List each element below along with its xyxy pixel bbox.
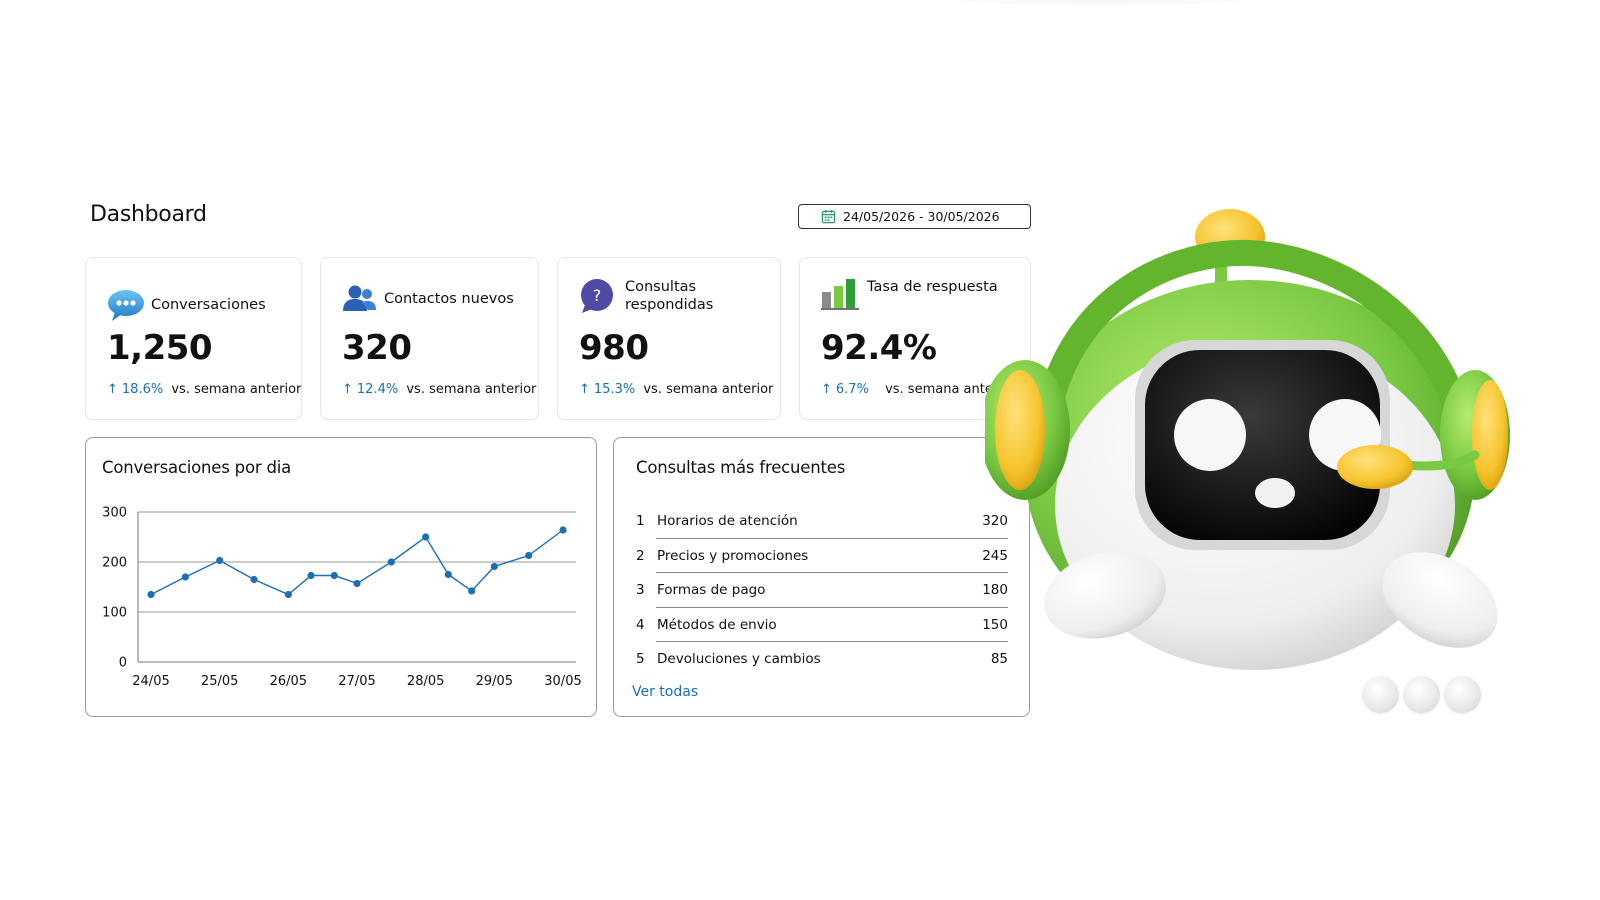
y-tick-label: 100 [102,606,127,621]
faq-rank: 1 [636,513,645,530]
faq-topic: Métodos de envio [657,616,777,633]
stat-delta: ↑12.4% vs. semana anterior [342,382,536,397]
faq-list: 1 Horarios de atención 320 2 Precios y p… [636,504,1008,677]
dot [1362,676,1399,713]
data-point [444,570,452,579]
stat-value: 320 [342,328,412,368]
stat-card-answered-queries: ? Consultas respondidas 980 ↑15.3% vs. s… [557,257,781,420]
data-point [216,556,224,565]
stat-compare: vs. semana anterior [171,382,302,397]
faq-rank: 5 [636,651,645,668]
background-shadow [940,0,1260,6]
typing-dots [1362,676,1481,713]
stat-change: 12.4% [356,382,399,397]
stat-value: 1,250 [107,328,213,368]
stat-label: Consultas respondidas [625,279,714,313]
stat-delta: ↑18.6% vs. semana anterior [107,382,301,397]
stat-card-new-contacts: Contactos nuevos 320 ↑12.4% vs. semana a… [320,257,539,420]
see-all-link[interactable]: Ver todas [632,684,699,700]
stat-label: Contactos nuevos [384,291,514,307]
faq-rank: 2 [636,547,645,564]
faq-panel: Consultas más frecuentes 1 Horarios de a… [613,437,1030,717]
users-icon [343,285,376,311]
faq-rank: 4 [636,616,645,633]
faq-topic: Formas de pago [657,582,766,599]
faq-row[interactable]: 3 Formas de pago 180 [636,573,1008,608]
faq-count: 320 [982,513,1008,530]
faq-row[interactable]: 1 Horarios de atención 320 [636,504,1008,539]
line-chart: 0 100 200 300 24/05 25/05 26/05 27/05 28/05 29/05… [102,506,582,690]
y-tick-label: 300 [102,506,127,521]
data-point [147,590,155,599]
stat-label: Tasa de respuesta [867,279,998,295]
faq-row[interactable]: 4 Métodos de envio 150 [636,608,1008,643]
robot-mascot-illustration [985,209,1510,670]
stat-delta: ↑15.3% vs. semana anterior [579,382,773,397]
y-tick-label: 200 [102,556,127,571]
stat-card-conversations: Conversaciones 1,250 ↑18.6% vs. semana a… [85,257,302,420]
data-point [330,571,338,580]
data-point [387,558,395,566]
chart-title: Conversaciones por dia [102,458,292,477]
faq-row[interactable]: 5 Devoluciones y cambios 85 [636,642,1008,677]
bar-chart-icon [821,279,859,310]
faq-count: 245 [982,547,1008,564]
faq-count: 180 [982,582,1008,599]
conversations-chart-panel: Conversaciones por dia 0 100 200 300 24/05 25… [85,437,597,717]
data-point [422,533,430,541]
x-tick-label: 24/05 [132,674,169,689]
question-bubble-icon: ? [581,279,613,313]
data-point [559,526,567,534]
stat-compare: vs. semana anterior [885,382,1016,397]
faq-title: Consultas más frecuentes [636,458,846,477]
faq-count: 85 [990,651,1008,668]
date-range-text: 24/05/2026 - 30/05/2026 [843,209,1000,224]
date-range-picker[interactable]: 24/05/2026 - 30/05/2026 [798,204,1031,229]
data-point [353,579,361,588]
dot [1403,676,1440,713]
data-point [525,551,533,560]
faq-rank: 3 [636,582,645,599]
stat-compare: vs. semana anterior [643,382,774,397]
x-tick-label: 30/05 [544,674,581,689]
stat-change: 18.6% [121,382,164,397]
faq-topic: Horarios de atención [657,513,798,530]
arrow-up-icon: ↑ [107,382,118,397]
dot [1444,676,1481,713]
faq-topic: Devoluciones y cambios [657,651,821,668]
page-title: Dashboard [90,202,207,227]
data-point [284,590,292,599]
stat-change: 6.7% [835,382,869,397]
x-tick-label: 29/05 [476,674,513,689]
x-tick-label: 27/05 [338,674,375,689]
data-point [490,562,498,571]
y-tick-label: 0 [119,656,127,671]
arrow-up-icon: ↑ [579,382,590,397]
data-point [181,573,189,581]
arrow-up-icon: ↑ [342,382,353,397]
stat-value: 92.4% [821,328,937,368]
stat-label: Conversaciones [151,297,266,313]
stat-delta: ↑6.7% vs. semana anterior [821,382,1015,397]
svg-text:?: ? [593,286,602,305]
stat-change: 15.3% [593,382,636,397]
stat-value: 980 [579,328,649,368]
faq-topic: Precios y promociones [657,547,809,564]
calendar-icon [821,209,836,224]
x-tick-label: 25/05 [201,674,238,689]
x-tick-label: 28/05 [407,674,444,689]
arrow-up-icon: ↑ [821,382,832,397]
faq-row[interactable]: 2 Precios y promociones 245 [636,539,1008,574]
data-point [307,571,315,580]
data-point [250,575,258,584]
data-point [468,587,476,595]
stat-compare: vs. semana anterior [406,382,537,397]
faq-count: 150 [982,616,1008,633]
x-tick-label: 26/05 [270,674,307,689]
chat-bubble-icon [108,290,144,321]
